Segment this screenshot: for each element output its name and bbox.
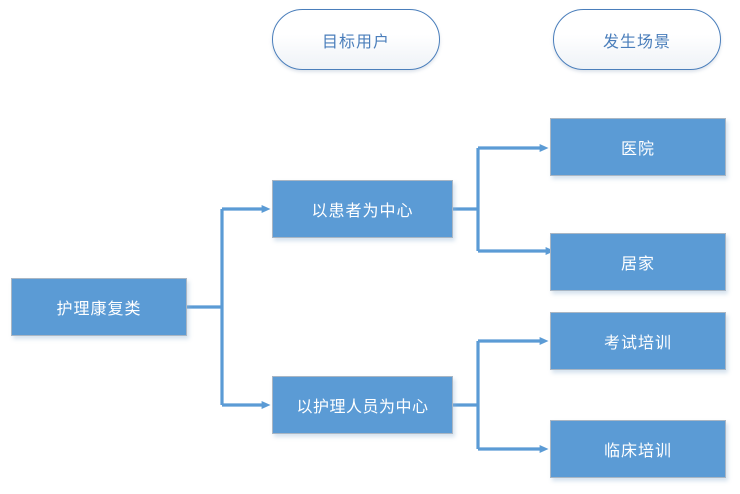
node-clinical-training[interactable]: 临床培训 — [550, 420, 726, 478]
node-hospital-label: 医院 — [620, 139, 655, 158]
node-clinical-training-label: 临床培训 — [603, 441, 672, 460]
node-nurse-centered[interactable]: 以护理人员为中心 — [272, 376, 453, 434]
node-exam-training[interactable]: 考试培训 — [550, 312, 726, 370]
node-patient-centered[interactable]: 以患者为中心 — [272, 180, 453, 238]
node-hospital[interactable]: 医院 — [550, 118, 726, 176]
node-nurse-centered-label: 以护理人员为中心 — [296, 397, 429, 416]
node-patient-centered-label: 以患者为中心 — [311, 201, 414, 220]
node-root[interactable]: 护理康复类 — [11, 278, 187, 336]
header-pill-target-user[interactable]: 目标用户 — [272, 9, 440, 70]
header-pill-scenario-label: 发生场景 — [602, 31, 671, 51]
header-pill-target-user-label: 目标用户 — [321, 31, 390, 51]
node-home-label: 居家 — [620, 254, 655, 273]
node-home[interactable]: 居家 — [550, 233, 726, 291]
node-exam-training-label: 考试培训 — [603, 333, 672, 352]
node-root-label: 护理康复类 — [56, 299, 142, 318]
header-pill-scenario[interactable]: 发生场景 — [553, 9, 721, 70]
